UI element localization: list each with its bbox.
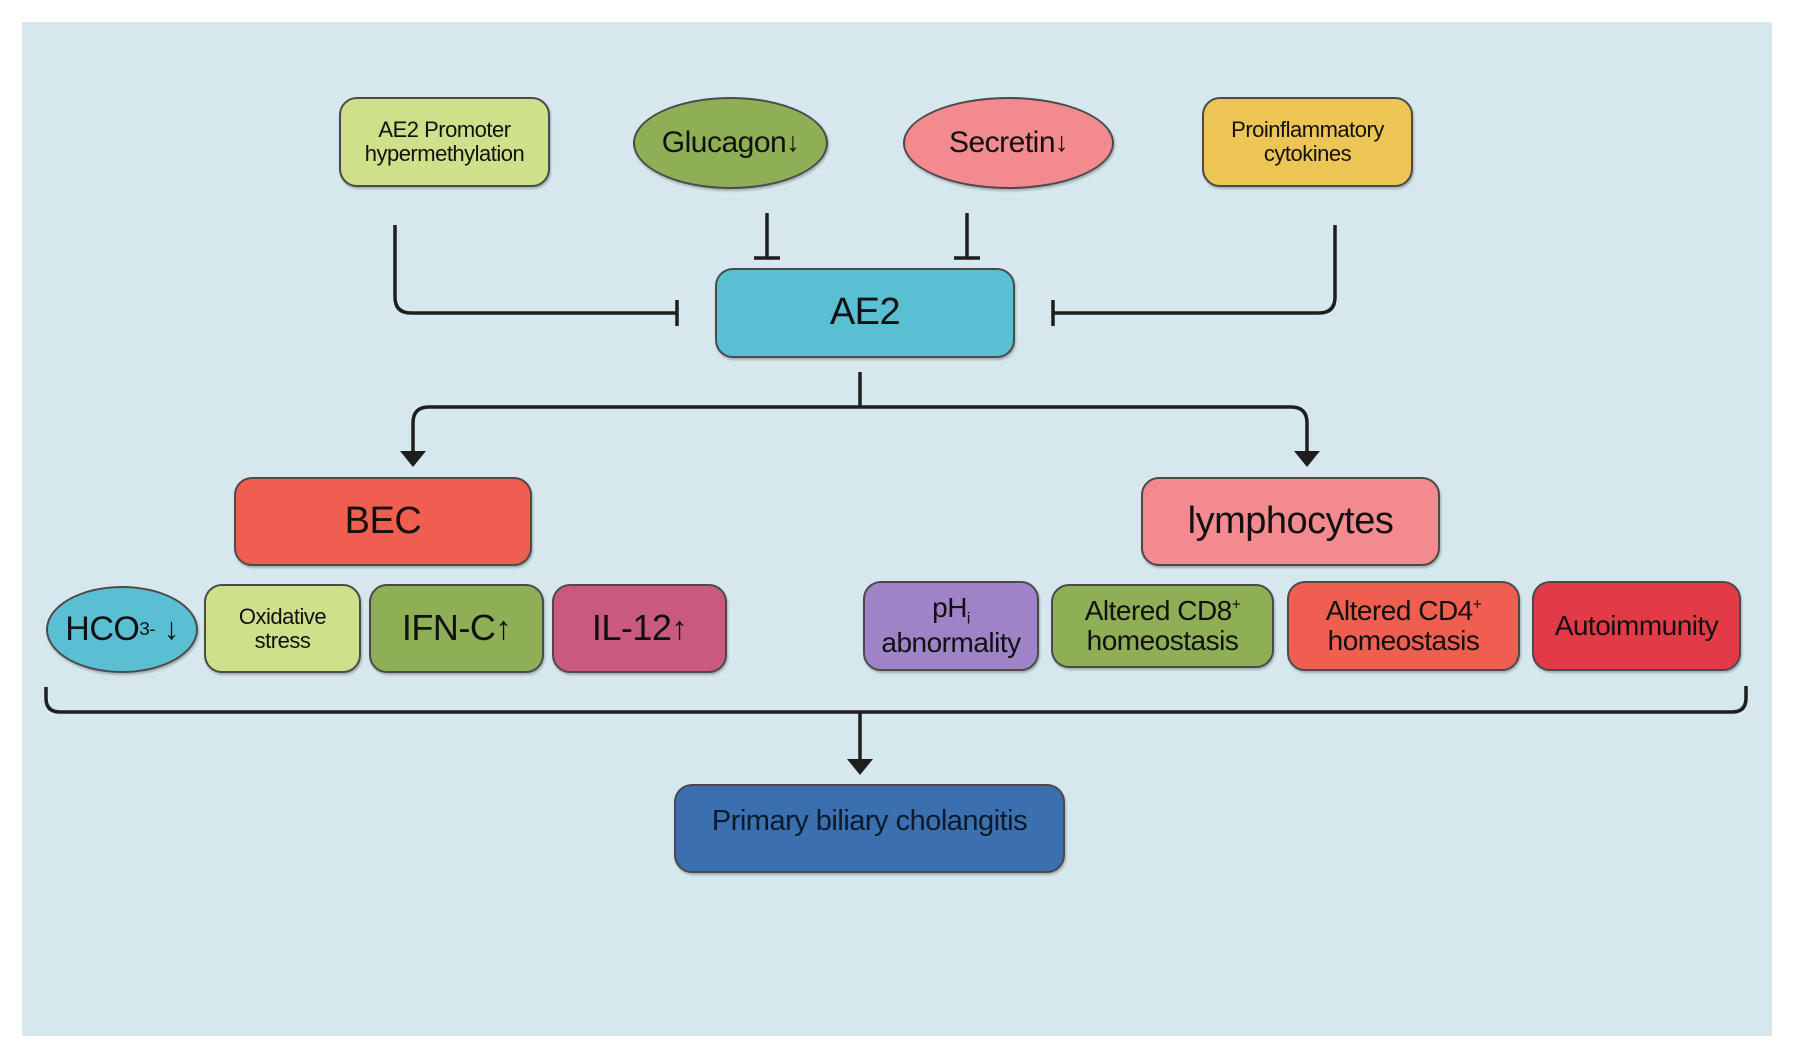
primary-biliary-cholangitis-node: Primary biliary cholangitis bbox=[674, 784, 1065, 873]
down-arrow-icon: ↓ bbox=[786, 127, 800, 158]
hco3-subscript: 3 bbox=[139, 618, 150, 640]
cd4-line-1: Altered CD4 bbox=[1325, 594, 1474, 626]
cd8-superscript: + bbox=[1231, 596, 1241, 614]
promoter-line-2: hypermethylation bbox=[364, 141, 525, 166]
cytokines-inhibition-line bbox=[1053, 225, 1337, 315]
autoimmunity-node: Autoimmunity bbox=[1532, 581, 1741, 671]
lymphocytes-node: lymphocytes bbox=[1141, 477, 1440, 566]
cd4-superscript: + bbox=[1472, 596, 1482, 614]
phi-subscript: i bbox=[966, 610, 970, 628]
bec-node: BEC bbox=[234, 477, 532, 566]
lymphocytes-branch-line bbox=[860, 405, 1309, 455]
down-arrow-icon: ↓ bbox=[163, 611, 179, 646]
il12-label: IL-12 bbox=[591, 607, 672, 649]
bottom-brace bbox=[44, 686, 1748, 714]
promoter-line-1: AE2 Promoter bbox=[378, 117, 511, 143]
secretin-node: Secretin↓ bbox=[903, 97, 1114, 189]
cd8-line-2: homeostasis bbox=[1086, 625, 1239, 656]
outcome-arrowhead bbox=[847, 759, 873, 775]
phi-base: pH bbox=[932, 592, 967, 624]
oxidative-line-1: Oxidative bbox=[238, 603, 327, 629]
hco3-charge: - bbox=[149, 618, 155, 640]
oxidative-line-2: stress bbox=[254, 627, 311, 653]
autoimmunity-label: Autoimmunity bbox=[1554, 609, 1719, 641]
phi-line-2: abnormality bbox=[881, 627, 1021, 659]
proinflammatory-cytokines-node: Proinflammatory cytokines bbox=[1202, 97, 1413, 187]
bec-arrowhead bbox=[400, 451, 426, 467]
ifn-label: IFN-C bbox=[401, 607, 496, 649]
up-arrow-icon: ↑ bbox=[495, 610, 512, 646]
cytokines-line-1: Proinflammatory bbox=[1231, 117, 1384, 143]
phi-abnormality-node: pHi abnormality bbox=[863, 581, 1039, 671]
bec-branch-line bbox=[411, 405, 860, 455]
oxidative-stress-node: Oxidative stress bbox=[204, 584, 361, 673]
secretin-label: Secretin bbox=[948, 125, 1056, 159]
promoter-inhibition-line bbox=[393, 225, 677, 315]
glucagon-label: Glucagon bbox=[661, 125, 787, 159]
down-arrow-icon: ↓ bbox=[1055, 127, 1069, 158]
outcome-label: Primary biliary cholangitis bbox=[711, 805, 1028, 837]
ae2-label: AE2 bbox=[829, 291, 901, 334]
ae2-node: AE2 bbox=[715, 268, 1015, 358]
cd4-homeostasis-node: Altered CD4+ homeostasis bbox=[1287, 581, 1520, 671]
promoter-hypermethylation-node: AE2 Promoter hypermethylation bbox=[339, 97, 550, 187]
lymphocytes-arrowhead bbox=[1294, 451, 1320, 467]
ifn-node: IFN-C↑ bbox=[369, 584, 544, 673]
cd4-line-2: homeostasis bbox=[1327, 625, 1480, 656]
bec-label: BEC bbox=[344, 499, 422, 542]
cd8-homeostasis-node: Altered CD8+ homeostasis bbox=[1051, 584, 1274, 668]
up-arrow-icon: ↑ bbox=[671, 610, 688, 646]
cytokines-line-2: cytokines bbox=[1263, 141, 1352, 166]
cd8-line-1: Altered CD8 bbox=[1084, 594, 1233, 626]
il12-node: IL-12↑ bbox=[552, 584, 727, 673]
lymphocytes-label: lymphocytes bbox=[1187, 499, 1394, 542]
glucagon-node: Glucagon↓ bbox=[633, 97, 828, 189]
hco3-base: HCO bbox=[65, 610, 140, 649]
